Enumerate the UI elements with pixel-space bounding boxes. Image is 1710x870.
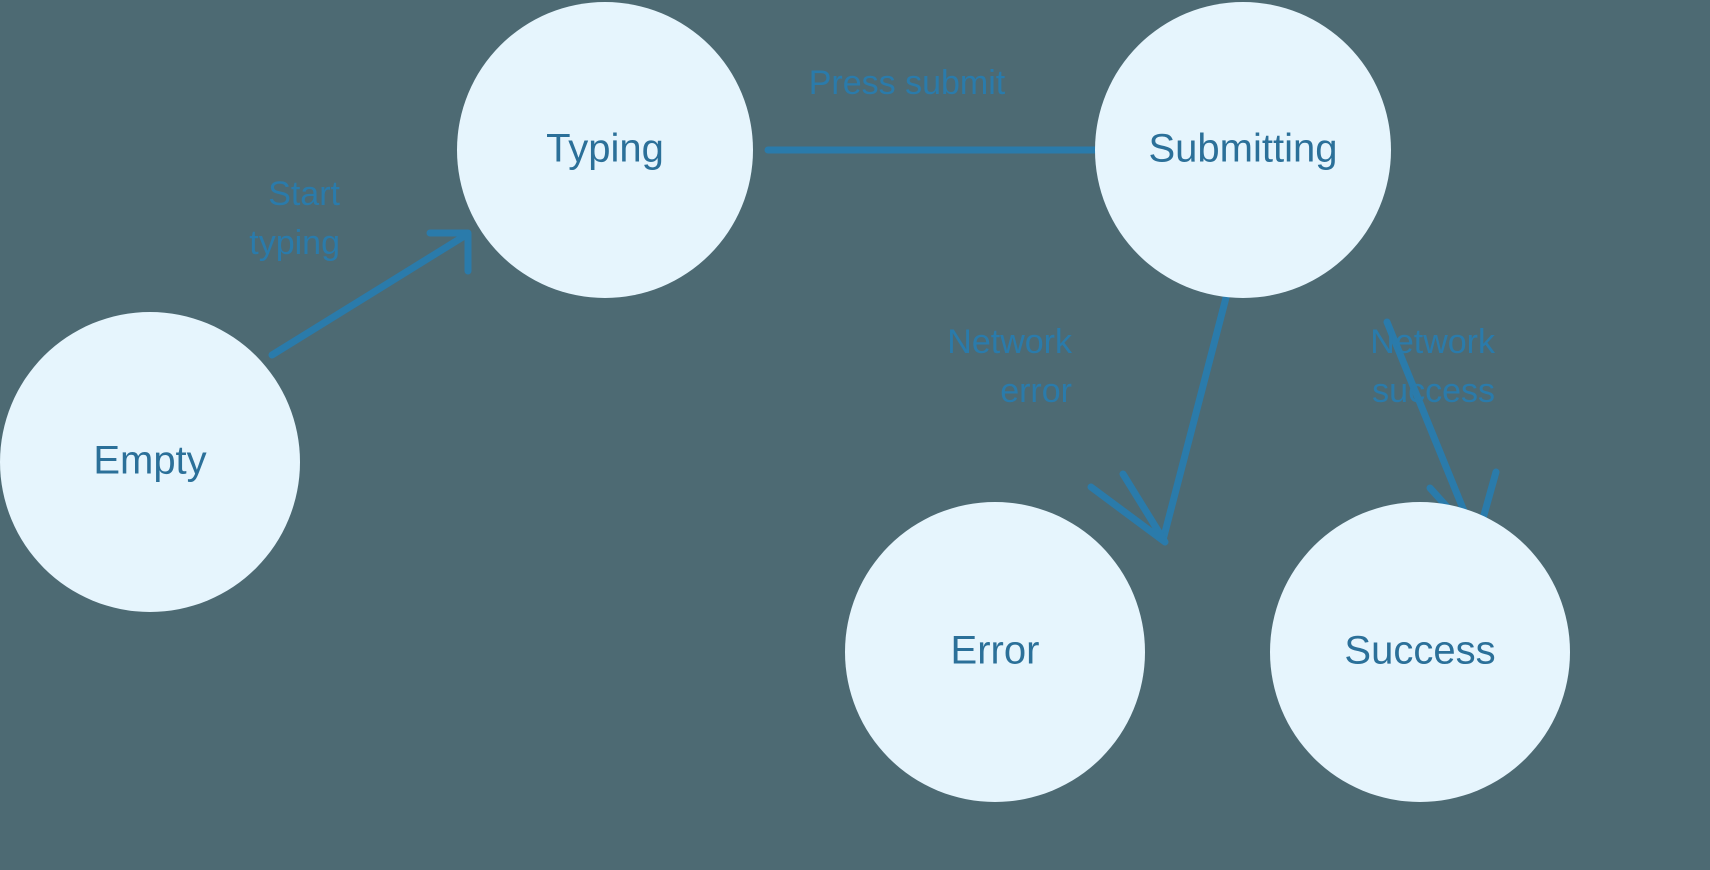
edge-line-network-error xyxy=(1159,286,1232,544)
edge-label-press-submit: Press submit xyxy=(809,64,1006,102)
node-success[interactable]: Success xyxy=(1270,502,1570,802)
edge-label-line: success xyxy=(1372,372,1495,410)
node-label-success: Success xyxy=(1344,629,1495,673)
node-label-submitting: Submitting xyxy=(1149,127,1338,171)
node-error[interactable]: Error xyxy=(845,502,1145,802)
node-submitting[interactable]: Submitting xyxy=(1095,2,1391,298)
node-circle-empty[interactable] xyxy=(0,312,300,612)
edge-label-start-typing: Start typing xyxy=(249,175,340,262)
edge-label-line: Start xyxy=(268,175,340,213)
edge-start-typing xyxy=(268,229,472,359)
edge-label-network-error: Network error xyxy=(947,323,1073,410)
node-label-error: Error xyxy=(951,629,1040,673)
node-typing[interactable]: Typing xyxy=(457,2,753,298)
node-label-empty: Empty xyxy=(93,439,206,483)
node-circle-error[interactable] xyxy=(845,502,1145,802)
node-label-typing: Typing xyxy=(546,127,664,171)
edges-layer xyxy=(268,116,1500,546)
node-circle-success[interactable] xyxy=(1270,502,1570,802)
edge-line-network-success xyxy=(1383,318,1479,542)
edge-network-error xyxy=(1087,286,1232,546)
node-circle-submitting[interactable] xyxy=(1095,2,1391,298)
edge-line-start-typing xyxy=(268,231,470,359)
edge-label-line: Network xyxy=(947,323,1073,361)
edge-label-network-success: Network success xyxy=(1370,323,1496,410)
edge-label-line: Press submit xyxy=(809,64,1006,102)
node-empty[interactable]: Empty xyxy=(0,312,300,612)
edge-press-submit xyxy=(764,116,1147,184)
node-circle-typing[interactable] xyxy=(457,2,753,298)
arrowhead-network-error xyxy=(1087,470,1169,546)
edge-label-line: Network xyxy=(1370,323,1496,361)
edge-label-line: error xyxy=(1000,372,1072,410)
arrowhead-start-typing xyxy=(426,229,472,275)
edge-label-line: typing xyxy=(249,224,340,262)
